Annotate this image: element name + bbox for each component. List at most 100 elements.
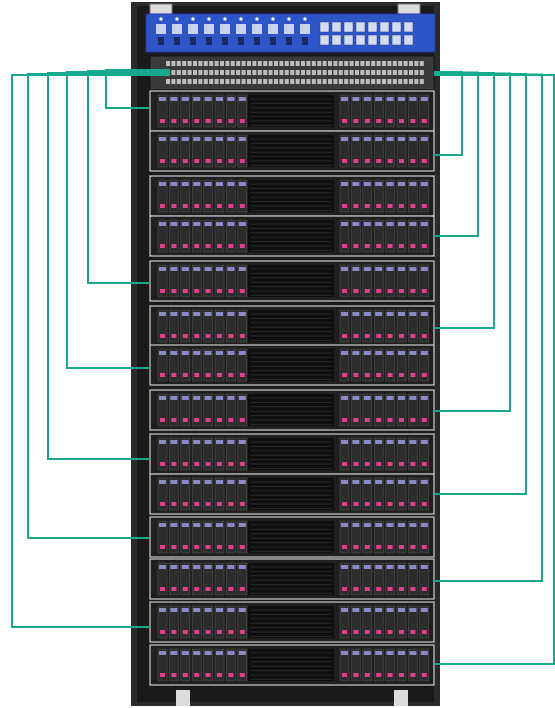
drive-latch	[170, 222, 177, 226]
patch-port	[263, 79, 267, 84]
drive-led	[399, 462, 404, 466]
drive-led	[206, 244, 211, 248]
drive-latch	[159, 267, 166, 271]
drive-latch	[205, 312, 212, 316]
drive-led	[353, 204, 358, 208]
drive-led	[183, 587, 188, 591]
drive-led	[240, 244, 245, 248]
sfp-port	[220, 24, 230, 34]
drive-latch	[409, 182, 416, 186]
drive-latch	[182, 396, 189, 400]
drive-latch	[364, 97, 371, 101]
drive-latch	[227, 97, 234, 101]
status-led	[223, 17, 226, 20]
patch-port	[171, 79, 175, 84]
drive-led	[410, 334, 415, 338]
sfp-port	[236, 24, 246, 34]
server-vent	[248, 180, 334, 212]
ethernet-port	[380, 35, 389, 45]
drive-latch	[216, 396, 223, 400]
drive-latch	[364, 182, 371, 186]
drive-led	[160, 545, 165, 549]
patch-port	[296, 79, 300, 84]
drive-latch	[170, 396, 177, 400]
drive-led	[388, 373, 393, 377]
drive-latch	[193, 351, 200, 355]
drive-led	[183, 159, 188, 163]
patch-port	[242, 70, 246, 75]
drive-latch	[387, 480, 394, 484]
drive-led	[388, 502, 393, 506]
drive-latch	[364, 440, 371, 444]
drive-led	[228, 244, 233, 248]
drive-latch	[193, 480, 200, 484]
patch-port	[312, 70, 316, 75]
drive-led	[376, 587, 381, 591]
drive-latch	[170, 480, 177, 484]
drive-led	[183, 545, 188, 549]
drive-led	[160, 673, 165, 677]
drive-latch	[193, 312, 200, 316]
drive-latch	[227, 440, 234, 444]
patch-port	[306, 79, 310, 84]
drive-led	[160, 204, 165, 208]
drive-latch	[239, 312, 246, 316]
drive-latch	[375, 137, 382, 141]
drive-led	[376, 159, 381, 163]
drive-latch	[398, 222, 405, 226]
server-3	[150, 176, 434, 216]
patch-port	[393, 61, 397, 66]
drive-led	[217, 462, 222, 466]
patch-port	[188, 70, 192, 75]
drive-led	[206, 462, 211, 466]
drive-latch	[398, 523, 405, 527]
drive-latch	[409, 523, 416, 527]
drive-led	[194, 462, 199, 466]
patch-port	[204, 79, 208, 84]
patch-port	[328, 79, 332, 84]
drive-latch	[409, 651, 416, 655]
drive-latch	[239, 608, 246, 612]
patch-port	[350, 79, 354, 84]
drive-led	[194, 204, 199, 208]
drive-latch	[239, 351, 246, 355]
drive-led	[342, 159, 347, 163]
drive-led	[342, 545, 347, 549]
drive-led	[365, 587, 370, 591]
patch-port	[225, 79, 229, 84]
drive-latch	[216, 480, 223, 484]
server-rack	[131, 2, 440, 706]
drive-latch	[159, 396, 166, 400]
drive-led	[388, 673, 393, 677]
sfp-port	[284, 24, 294, 34]
drive-led	[171, 502, 176, 506]
patch-port	[360, 79, 364, 84]
drive-led	[194, 545, 199, 549]
ethernet-port	[392, 35, 401, 45]
drive-latch	[205, 608, 212, 612]
drive-latch	[375, 651, 382, 655]
drive-led	[422, 159, 427, 163]
drive-led	[399, 289, 404, 293]
drive-led	[410, 289, 415, 293]
status-led	[175, 17, 178, 20]
drive-latch	[409, 440, 416, 444]
drive-latch	[182, 440, 189, 444]
drive-latch	[421, 565, 428, 569]
sfp-port	[204, 24, 214, 34]
drive-led	[399, 119, 404, 123]
drive-led	[422, 204, 427, 208]
drive-latch	[352, 523, 359, 527]
drive-latch	[159, 137, 166, 141]
drive-latch	[387, 222, 394, 226]
drive-latch	[421, 182, 428, 186]
patch-port	[290, 79, 294, 84]
patch-port	[177, 79, 181, 84]
drive-latch	[216, 565, 223, 569]
patch-port	[393, 70, 397, 75]
drive-latch	[421, 222, 428, 226]
drive-latch	[182, 480, 189, 484]
drive-led	[342, 418, 347, 422]
drive-led	[422, 244, 427, 248]
